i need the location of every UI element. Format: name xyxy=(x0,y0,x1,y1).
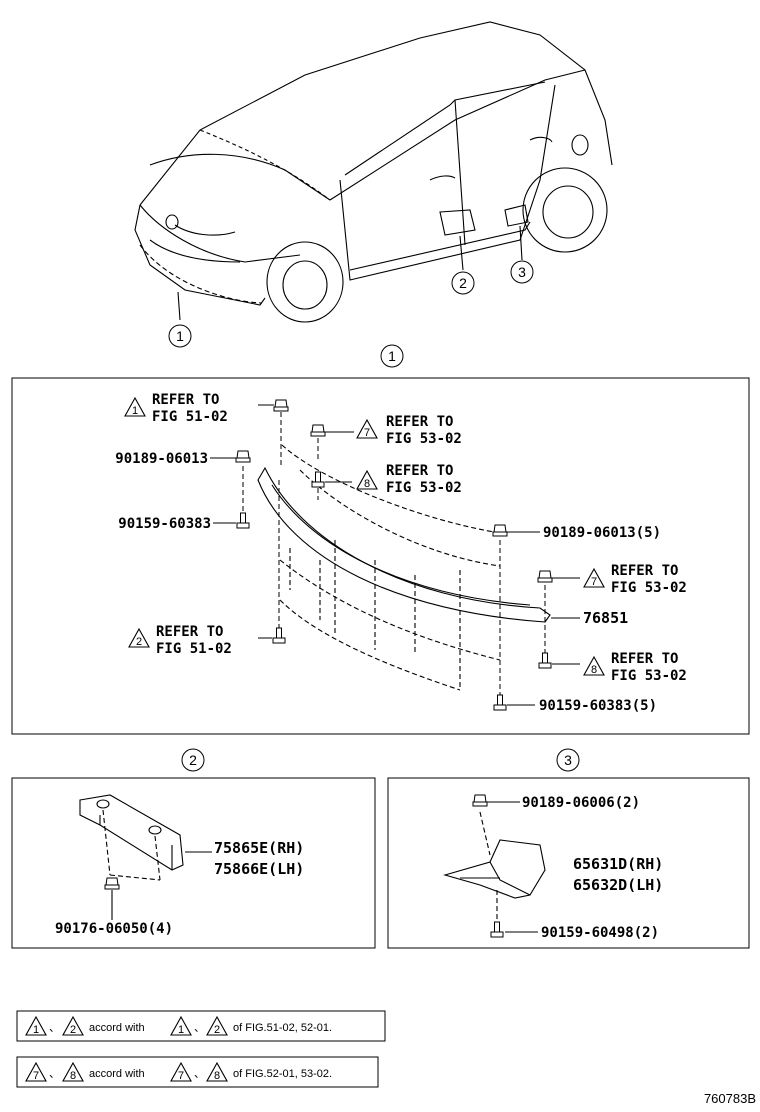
note-1: 1 、 2 accord with 1 、 2 of FIG.51-02, 52… xyxy=(16,1010,386,1042)
front-spoiler-drawing xyxy=(257,444,551,691)
svg-text:8: 8 xyxy=(591,664,597,676)
svg-text:FIG 53-02: FIG 53-02 xyxy=(386,480,462,496)
svg-text:REFER TO: REFER TO xyxy=(611,651,678,667)
svg-text:FIG 53-02: FIG 53-02 xyxy=(611,668,687,684)
section3-frame xyxy=(387,777,750,949)
svg-text:2: 2 xyxy=(214,1024,220,1036)
section1-frame xyxy=(11,377,750,735)
section1-ref-7-right: 7 REFER TO FIG 53-02 xyxy=(583,563,687,596)
svg-text:REFER TO: REFER TO xyxy=(152,392,219,408)
svg-text:1: 1 xyxy=(176,328,184,344)
svg-text:REFER TO: REFER TO xyxy=(386,414,453,430)
section1-fasteners xyxy=(210,404,580,706)
svg-text:3: 3 xyxy=(564,752,572,768)
car-callout-3: 3 xyxy=(510,260,534,284)
label-section3-screw: 90159-60498(2) xyxy=(541,925,659,941)
svg-text:FIG 51-02: FIG 51-02 xyxy=(152,409,228,425)
section3-part-drawing xyxy=(443,801,546,933)
section1-ref-2: 2 REFER TO FIG 51-02 xyxy=(128,624,232,657)
svg-text:FIG 51-02: FIG 51-02 xyxy=(156,641,232,657)
label-left-screw: 90159-60383 xyxy=(118,516,211,532)
label-right-clip: 90189-06013(5) xyxy=(543,525,661,541)
label-spoiler: 76851 xyxy=(583,609,628,627)
label-section3-rh: 65631D(RH) xyxy=(573,855,663,873)
svg-text:accord with: accord with xyxy=(89,1068,145,1080)
svg-text:1: 1 xyxy=(388,348,396,364)
section3-callout: 3 xyxy=(556,748,580,772)
svg-text:、: 、 xyxy=(49,1022,60,1034)
svg-text:REFER TO: REFER TO xyxy=(611,563,678,579)
svg-text:2: 2 xyxy=(459,275,467,291)
svg-text:、: 、 xyxy=(194,1022,205,1034)
car-illustration xyxy=(134,21,613,323)
figure-id: 760783B xyxy=(704,1091,756,1106)
section1-ref-1: 1 REFER TO FIG 51-02 xyxy=(124,392,228,425)
svg-text:REFER TO: REFER TO xyxy=(156,624,223,640)
svg-text:REFER TO: REFER TO xyxy=(386,463,453,479)
section1-callout: 1 xyxy=(380,344,404,368)
svg-text:8: 8 xyxy=(364,478,370,490)
section2-callout: 2 xyxy=(181,748,205,772)
section2-frame xyxy=(11,777,376,949)
label-section2-rh: 75865E(RH) xyxy=(214,839,304,857)
svg-text:1: 1 xyxy=(33,1024,39,1036)
label-section2-clip: 90176-06050(4) xyxy=(55,921,173,937)
svg-text:、: 、 xyxy=(49,1068,60,1080)
label-section3-clip: 90189-06006(2) xyxy=(522,795,640,811)
section1-ref-8-right: 8 REFER TO FIG 53-02 xyxy=(583,651,687,684)
svg-text:7: 7 xyxy=(178,1070,184,1082)
svg-text:of FIG.51-02, 52-01.: of FIG.51-02, 52-01. xyxy=(233,1022,332,1034)
section1-ref-8-top: 8 REFER TO FIG 53-02 xyxy=(356,463,462,496)
label-right-screw: 90159-60383(5) xyxy=(539,698,657,714)
svg-text:FIG 53-02: FIG 53-02 xyxy=(386,431,462,447)
svg-text:8: 8 xyxy=(214,1070,220,1082)
section2-part-drawing xyxy=(79,794,212,920)
svg-text:7: 7 xyxy=(364,427,370,439)
svg-text:of FIG.52-01, 53-02.: of FIG.52-01, 53-02. xyxy=(233,1068,332,1080)
svg-text:7: 7 xyxy=(591,576,597,588)
svg-text:2: 2 xyxy=(136,636,142,648)
label-left-clip: 90189-06013 xyxy=(115,451,208,467)
svg-text:1: 1 xyxy=(132,405,138,417)
svg-text:1: 1 xyxy=(178,1024,184,1036)
svg-text:7: 7 xyxy=(33,1070,39,1082)
svg-text:、: 、 xyxy=(194,1068,205,1080)
note-2: 7 、 8 accord with 7 、 8 of FIG.52-01, 53… xyxy=(16,1056,379,1088)
svg-text:8: 8 xyxy=(70,1070,76,1082)
label-section3-lh: 65632D(LH) xyxy=(573,876,663,894)
svg-text:2: 2 xyxy=(70,1024,76,1036)
section1-ref-7-top: 7 REFER TO FIG 53-02 xyxy=(356,414,462,447)
svg-text:2: 2 xyxy=(189,752,197,768)
car-callout-1: 1 xyxy=(168,324,192,348)
svg-text:accord with: accord with xyxy=(89,1022,145,1034)
svg-text:FIG 53-02: FIG 53-02 xyxy=(611,580,687,596)
car-callout-2: 2 xyxy=(451,271,475,295)
label-section2-lh: 75866E(LH) xyxy=(214,860,304,878)
svg-text:3: 3 xyxy=(518,264,526,280)
